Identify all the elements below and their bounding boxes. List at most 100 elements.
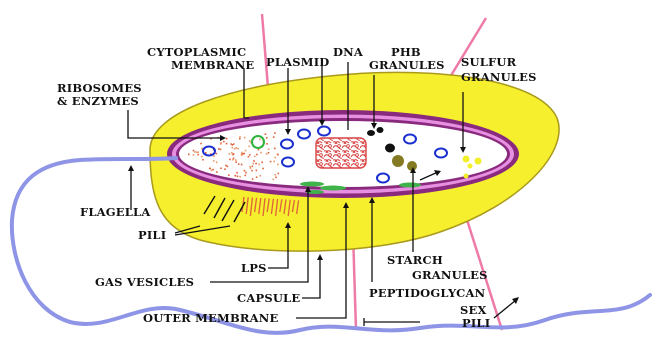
ribosome-dot [245,172,247,174]
ribosome-dot [255,163,257,165]
ribosome-dot [256,154,258,156]
ribosome-dot [196,151,198,153]
ribosome-dot [256,170,258,172]
label-pili: PILI [138,228,166,242]
ribosome-dot [213,155,215,157]
ribosome-dot [268,152,270,154]
label-gas-vesicles: GAS VESICLES [95,275,194,289]
ribosome-dot [242,153,244,155]
ribosome-dot [259,139,261,141]
ribosome-dot [260,152,262,154]
label-dna: DNA [333,45,364,59]
label-phb-granules: GRANULES [369,58,445,72]
ribosome-dot [277,164,279,166]
ribosome-dot [252,166,254,168]
ribosome-dot [270,161,272,163]
ribosome-dot [216,162,218,164]
label-plasmid: PLASMID [266,55,329,69]
ribosome-dot [201,156,203,158]
ribosome-dot [228,174,230,176]
ribosome-dot [248,156,250,158]
ribosome-dot [249,146,251,148]
ribosome-dot [274,157,276,159]
ribosome-dot [249,154,251,156]
label-starch: STARCH [387,253,443,267]
ribosome-dot [277,154,279,156]
ribosome-dot [216,171,218,173]
ribosome-dot [224,168,226,170]
ribosome-dot [259,175,261,177]
ribosome-dot [234,148,236,150]
ribosome-dot [237,176,239,178]
ribosome-dot [245,175,247,177]
dna-nucleoid [316,138,366,168]
ribosome-dot [227,166,229,168]
ribosome-dot [211,170,213,172]
ribosome-dot [193,150,195,152]
ribosome-dot [225,165,227,167]
ribosome-dot [188,154,190,156]
label-sulfur-granules: GRANULES [461,70,537,84]
ribosome-dot [266,153,268,155]
ribosome-dot [232,144,234,146]
ribosome-dot [252,178,254,180]
ribosome-dot [256,176,258,178]
ribosome-dot [261,162,263,164]
ribosome-dot [200,143,202,145]
ribosome-dot [249,140,251,142]
ribosome-dot [229,159,231,161]
ribosome-dot [233,153,235,155]
ribosome-dot [245,150,247,152]
ribosome-dot [229,153,231,155]
ribosome-dot [278,173,280,175]
ribosome-dot [231,152,233,154]
ribosome-dot [250,167,252,169]
ribosome-dot [254,156,256,158]
ribosome-dot [266,143,268,145]
ribosome-dot [239,176,241,178]
label-sex-pili: PILI [462,316,490,330]
ribosome-dot [236,147,238,149]
ribosome-dot [275,177,277,179]
ribosome-dot [268,149,270,151]
ribosome-dot [273,161,275,163]
ribosome-dot [274,148,276,150]
label-ribosomes: RIBOSOMES [57,81,142,95]
ribosome-dot [193,154,195,156]
label-cytoplasmic-membrane-1: CYTOPLASMIC [147,45,246,59]
ribosome-dot [220,149,222,151]
ribosome-dot [237,148,239,150]
label-capsule: CAPSULE [237,291,300,305]
ribosome-dot [226,138,228,140]
ribosome-dot [241,152,243,154]
ribosome-dot [223,141,225,143]
label-peptidoglycan: PEPTIDOGLYCAN [369,286,486,300]
ribosome-dot [212,169,214,171]
label-outer-membrane: OUTER MEMBRANE [143,311,278,325]
ribosome-dot [209,168,211,170]
ribosome-dot [236,172,238,174]
ribosome-dot [251,170,253,172]
label-lps: LPS [241,261,267,275]
ribosome-dot [273,179,275,181]
ribosome-dot [241,164,243,166]
ribosome-dot [265,133,267,135]
ribosome-dot [197,154,199,156]
ribosome-dot [253,160,255,162]
ribosome-dot [258,164,260,166]
ribosome-dot [266,137,268,139]
ribosome-dot [233,158,235,160]
ribosome-dot [239,138,241,140]
ribosome-dot [213,160,215,162]
ribosome-dot [235,159,237,161]
ribosome-dot [226,143,228,145]
label-cytoplasmic-membrane-2: MEMBRANE [171,58,254,72]
ribosome-dot [258,149,260,151]
ribosome-dot [275,174,277,176]
ribosome-dot [238,163,240,165]
label-sex: SEX [460,303,487,317]
ribosome-dot [249,166,251,168]
label-starch-granules: GRANULES [412,268,488,282]
